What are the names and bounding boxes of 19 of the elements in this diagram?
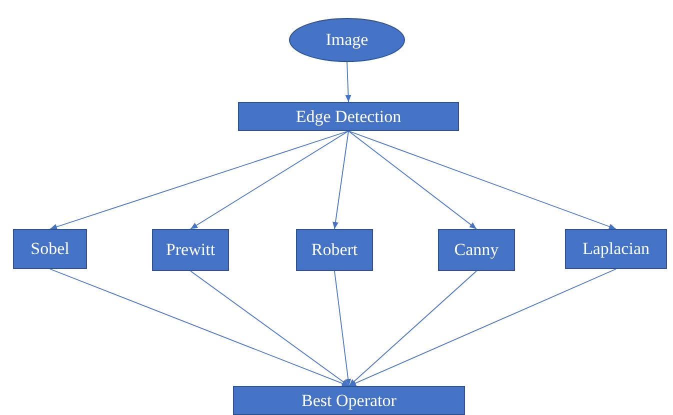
arrow: [348, 268, 616, 386]
process-box: Best Operator: [233, 386, 465, 415]
process-box: Sobel: [13, 229, 87, 269]
process-box: Prewitt: [152, 229, 229, 271]
process-box: Laplacian: [565, 229, 667, 269]
arrow: [348, 270, 477, 386]
arrow: [332, 130, 349, 230]
start-ellipse: Image: [289, 18, 405, 62]
arrow: [334, 270, 352, 386]
arrow: [50, 130, 349, 230]
arrow: [345, 62, 352, 102]
process-box: Canny: [438, 229, 515, 271]
arrow: [348, 130, 616, 230]
process-box: Edge Detection: [238, 102, 459, 131]
process-box: Robert: [296, 229, 373, 271]
arrow: [50, 268, 350, 386]
arrow: [190, 270, 350, 386]
arrow: [190, 130, 349, 230]
arrow: [348, 130, 477, 230]
